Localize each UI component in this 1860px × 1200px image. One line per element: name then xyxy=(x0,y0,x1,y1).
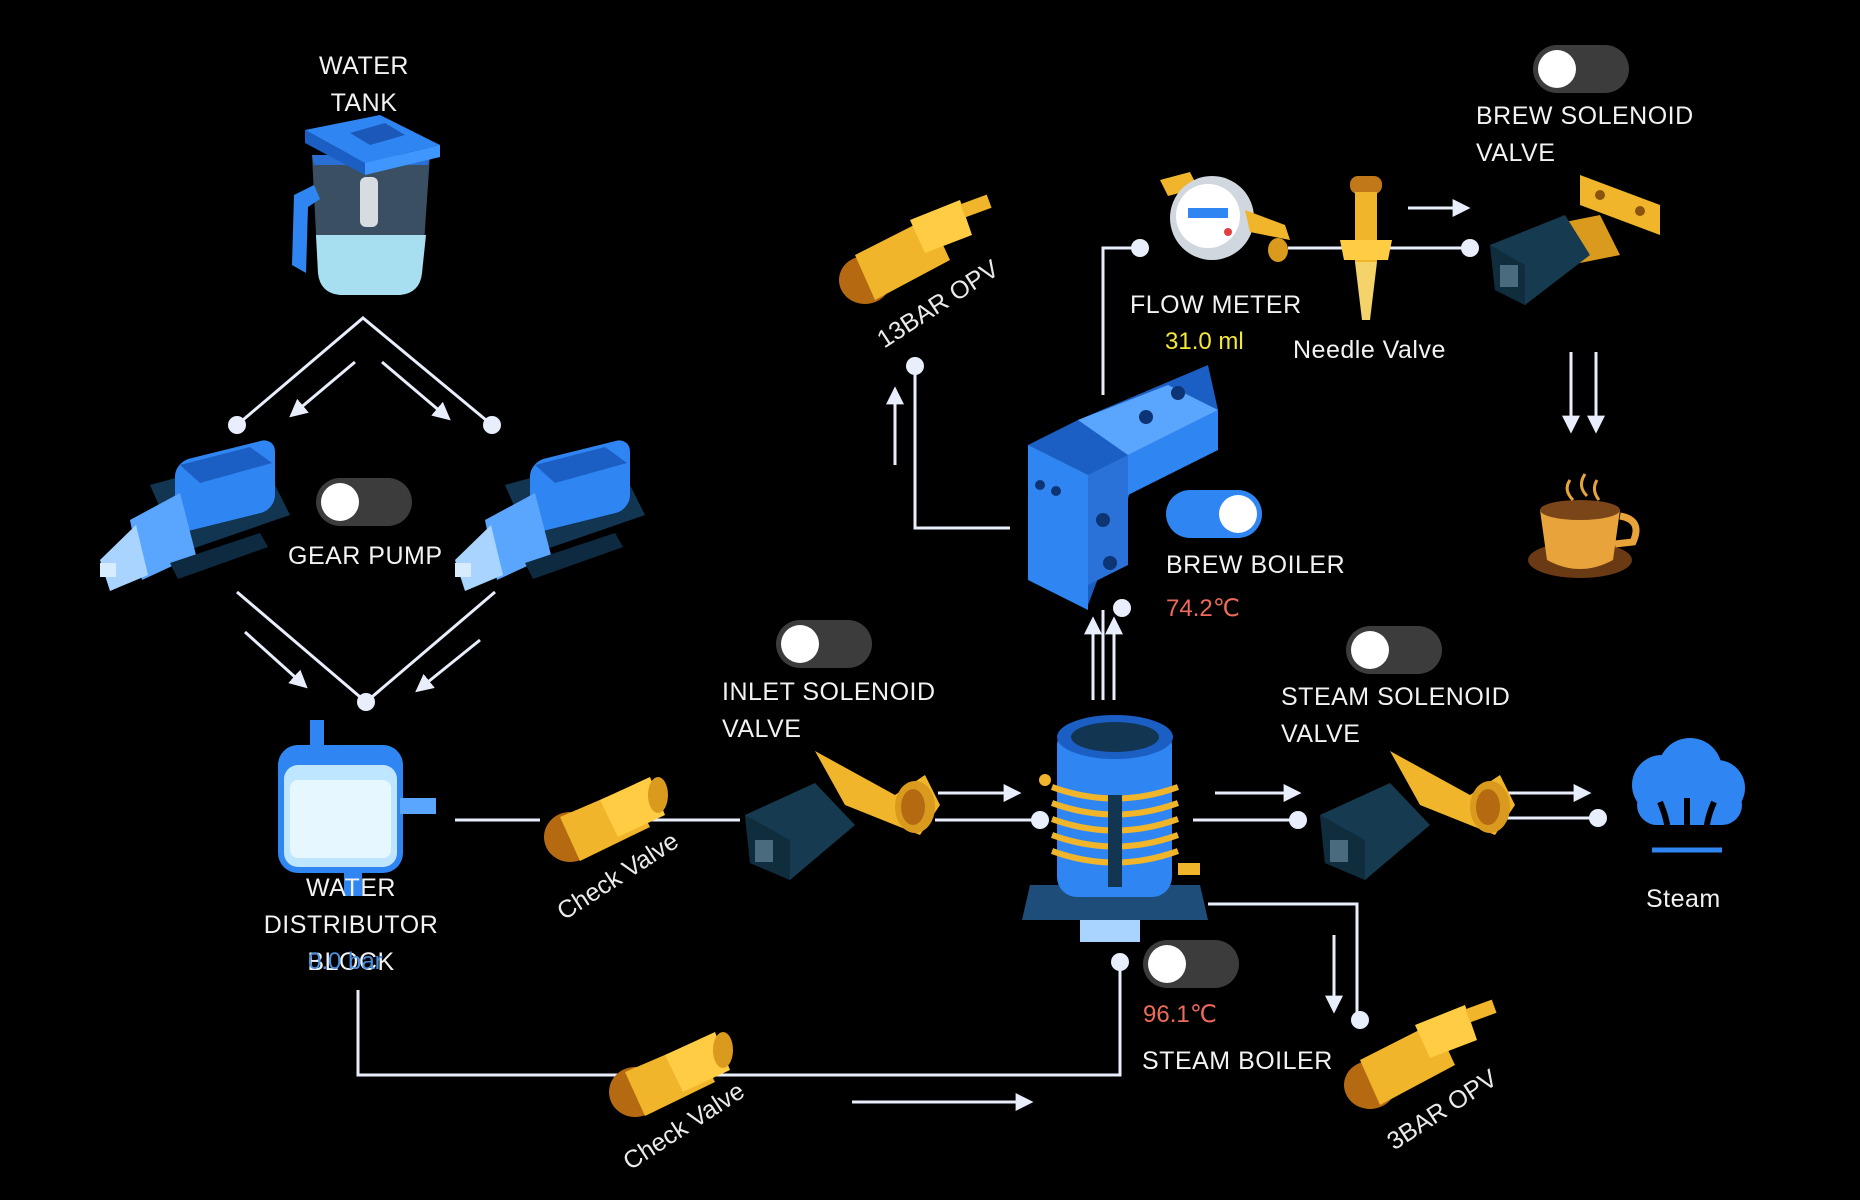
pipe-junction-dots xyxy=(228,239,1607,1029)
gear-pump-label: GEAR PUMP xyxy=(288,542,443,570)
inlet-solenoid-valve-label: INLET SOLENOID VALVE xyxy=(722,678,936,743)
needle-valve-label: Needle Valve xyxy=(1293,336,1446,364)
brew-boiler-label: BREW BOILER xyxy=(1166,551,1346,579)
opv-icon xyxy=(839,194,992,304)
flow-meter-icon xyxy=(1160,172,1290,262)
toggle-knob xyxy=(781,625,819,663)
check-valve-icon xyxy=(609,1032,733,1117)
coffee-cup-icon xyxy=(1528,473,1640,578)
brew-solenoid-valve-toggle[interactable] xyxy=(1533,45,1629,93)
needle-valve-icon xyxy=(1340,176,1392,320)
toggle-knob xyxy=(321,483,359,521)
toggle-knob xyxy=(1148,945,1186,983)
water-tank-label: WATER TANK xyxy=(319,52,409,117)
water-distributor-block-icon xyxy=(278,720,436,896)
brew-boiler-toggle[interactable] xyxy=(1166,490,1262,538)
toggle-knob xyxy=(1351,631,1389,669)
brew-boiler-icon xyxy=(1028,365,1218,610)
steam-icon xyxy=(1632,738,1745,853)
steam-boiler-label: STEAM BOILER xyxy=(1142,1047,1333,1075)
toggle-knob xyxy=(1219,495,1257,533)
water-distributor-block-label: WATER DISTRIBUTOR BLOCK xyxy=(263,874,439,976)
solenoid-valve-icon xyxy=(1320,751,1515,880)
steam-boiler-temperature: 96.1℃ xyxy=(1143,1001,1217,1028)
inlet-solenoid-valve-toggle[interactable] xyxy=(776,620,872,668)
water-tank-icon xyxy=(292,115,440,295)
steam-solenoid-valve-toggle[interactable] xyxy=(1346,626,1442,674)
gear-pump-toggle[interactable] xyxy=(316,478,412,526)
brew-boiler-temperature: 74.2℃ xyxy=(1166,595,1240,622)
opv-icon xyxy=(1344,999,1497,1109)
check-valve-icon xyxy=(544,777,668,862)
gear-pump-icon xyxy=(455,440,645,591)
steam-solenoid-valve-label: STEAM SOLENOID VALVE xyxy=(1281,683,1511,748)
solenoid-valve-icon xyxy=(745,751,940,880)
steam-boiler-toggle[interactable] xyxy=(1143,940,1239,988)
gear-pump-icon xyxy=(100,440,290,591)
toggle-knob xyxy=(1538,50,1576,88)
flow-meter-label: FLOW METER xyxy=(1130,291,1302,319)
brew-solenoid-valve-label: BREW SOLENOID VALVE xyxy=(1476,102,1694,167)
steam-boiler-icon xyxy=(1022,715,1208,942)
steam-label: Steam xyxy=(1646,885,1721,913)
flow-volume-readout: 31.0 ml xyxy=(1165,328,1244,355)
solenoid-valve-icon xyxy=(1490,175,1660,305)
pressure-readout: 0.0 bar xyxy=(308,948,383,975)
flow-arrows xyxy=(243,199,1605,1111)
